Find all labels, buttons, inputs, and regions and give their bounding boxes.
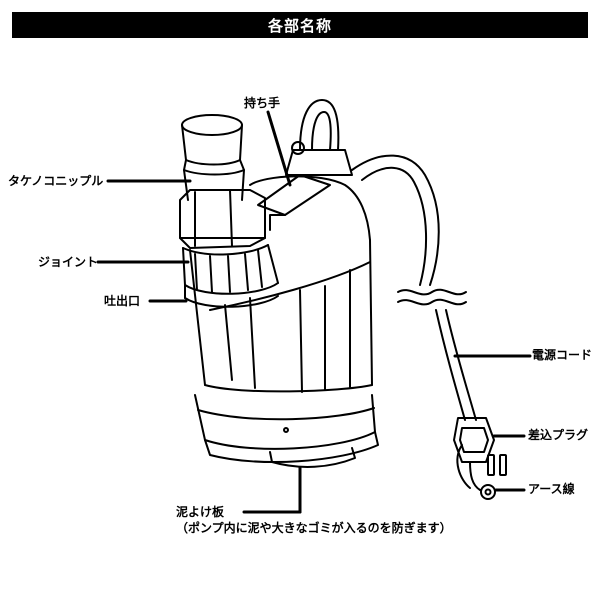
plug xyxy=(453,417,507,491)
label-hose-nipple: タケノコニップル xyxy=(8,174,104,188)
label-outlet: 吐出口 xyxy=(104,294,141,308)
label-strainer-note: （ポンプ内に泥や大きなゴミが入るのを防ぎます） xyxy=(176,521,452,535)
ground-wire xyxy=(456,444,496,500)
label-joint: ジョイント xyxy=(38,255,99,269)
power-cord xyxy=(351,154,477,421)
outlet xyxy=(184,282,279,308)
leader-lines xyxy=(96,110,532,514)
joint xyxy=(182,244,279,293)
label-plug: 差込プラグ xyxy=(528,428,589,442)
pump-body xyxy=(189,175,379,468)
hose-nipple xyxy=(181,114,245,201)
page-title: 各部名称 xyxy=(267,16,332,35)
label-handle: 持ち手 xyxy=(244,96,281,110)
title-bar: 各部名称 xyxy=(12,12,588,38)
label-power-cord: 電源コード xyxy=(532,348,593,362)
hex-nut xyxy=(179,189,266,249)
label-strainer: 泥よけ板 xyxy=(176,505,225,519)
handle xyxy=(257,99,353,231)
label-ground-wire: アース線 xyxy=(528,482,575,496)
